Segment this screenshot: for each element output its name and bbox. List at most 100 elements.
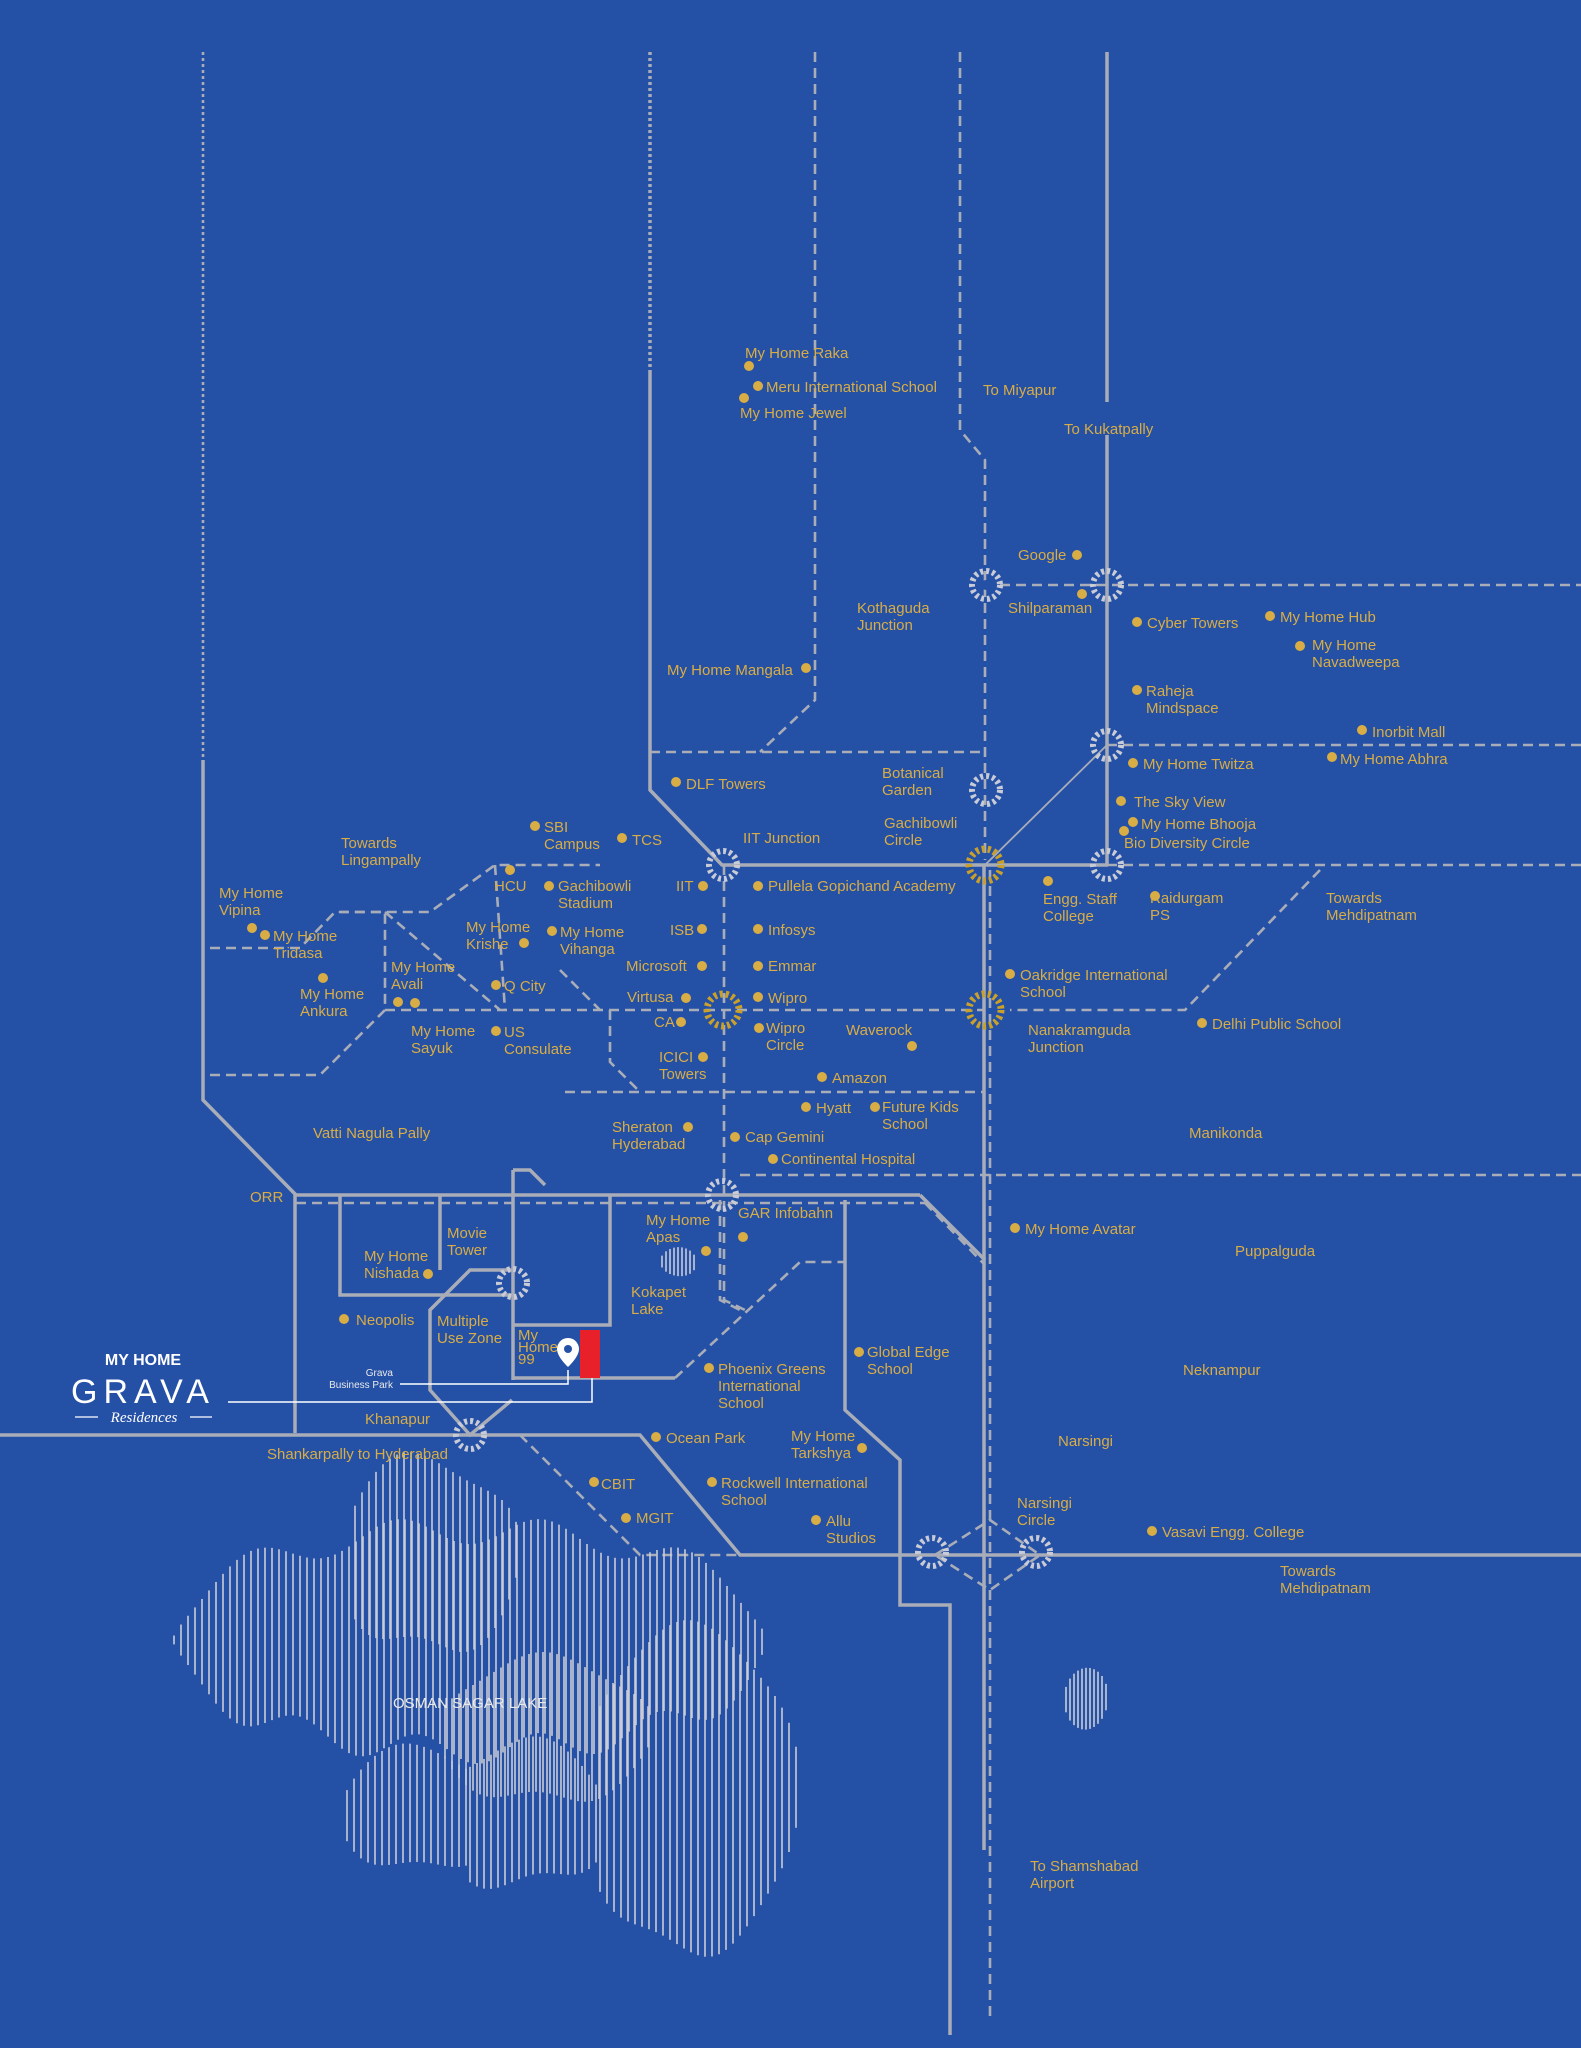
landmark-dot-my-home-sayuk bbox=[410, 998, 420, 1008]
brand-line2: GRAVA bbox=[71, 1373, 215, 1411]
landmark-dot-my-home-navadweepa bbox=[1295, 641, 1305, 651]
junction-cyber-towers bbox=[1090, 568, 1124, 602]
landmark-label-hcu: HCU bbox=[494, 878, 527, 895]
landmark-label-emmar: Emmar bbox=[768, 958, 816, 975]
landmark-label-cbit: CBIT bbox=[601, 1476, 635, 1493]
landmark-dot-allu-studios bbox=[811, 1515, 821, 1525]
direction-label-shankarpally-to-hyderabad-4: Shankarpally to Hyderabad bbox=[267, 1446, 448, 1463]
landmark-dot-us-consulate bbox=[491, 1026, 501, 1036]
landmark-dot-my-home-tarkshya bbox=[857, 1443, 867, 1453]
junction-botanical bbox=[969, 773, 1003, 807]
landmark-label-ca: CA bbox=[654, 1014, 675, 1031]
landmark-dot-my-home-vihanga bbox=[547, 926, 557, 936]
landmark-dot-delhi-public-school bbox=[1197, 1018, 1207, 1028]
location-pin-icon bbox=[557, 1338, 579, 1367]
landmark-dot-virtusa bbox=[681, 993, 691, 1003]
landmark-label-my-home-avatar: My Home Avatar bbox=[1025, 1221, 1136, 1238]
landmark-label-mgit: MGIT bbox=[636, 1510, 674, 1527]
junction-iit bbox=[706, 848, 740, 882]
lake-label: OSMAN SAGAR LAKE bbox=[393, 1695, 547, 1712]
landmark-dot-my-home-abhra bbox=[1327, 752, 1337, 762]
landmark-dot-the-sky-view bbox=[1116, 796, 1126, 806]
landmark-dot-my-home-avali bbox=[393, 997, 403, 1007]
landmark-label-inorbit-mall: Inorbit Mall bbox=[1372, 724, 1445, 741]
landmark-dot-my-home-hub bbox=[1265, 611, 1275, 621]
orr-label: ORR bbox=[250, 1189, 284, 1206]
brand-line1: MY HOME bbox=[105, 1352, 181, 1369]
direction-label-to-kukatpally-1: To Kukatpally bbox=[1064, 421, 1154, 438]
landmark-label-continental-hospital: Continental Hospital bbox=[781, 1151, 915, 1168]
junctions bbox=[453, 568, 1124, 1569]
landmark-dot-gachibowli-stadium bbox=[544, 881, 554, 891]
landmark-label-tcs: TCS bbox=[632, 832, 662, 849]
landmark-dot-raidurgam-ps bbox=[1150, 891, 1160, 901]
landmark-label-ocean-park: Ocean Park bbox=[666, 1430, 746, 1447]
landmark-label-my-home-jewel: My Home Jewel bbox=[740, 405, 847, 422]
kokapet-lake-hatch bbox=[661, 1247, 695, 1277]
landmark-dot-my-home-twitza bbox=[1128, 758, 1138, 768]
landmark-dot-my-home-tridasa bbox=[260, 930, 270, 940]
junction-gar bbox=[705, 1178, 739, 1212]
landmark-dot-phoenix-greens-international-school bbox=[704, 1363, 714, 1373]
junction-kokapet bbox=[496, 1266, 530, 1300]
road-network bbox=[0, 52, 1581, 2035]
brand-line3: Residences bbox=[110, 1410, 178, 1426]
landmark-dot-isb bbox=[697, 924, 707, 934]
landmark-label-cyber-towers: Cyber Towers bbox=[1147, 615, 1238, 632]
landmark-dot-global-edge-school bbox=[854, 1347, 864, 1357]
junction-bio-diversity bbox=[1090, 848, 1124, 882]
landmark-dot-rockwell-international-school bbox=[707, 1477, 717, 1487]
landmark-dot-dlf-towers bbox=[671, 777, 681, 787]
landmark-dot-my-home-jewel bbox=[739, 393, 749, 403]
landmark-label-virtusa: Virtusa bbox=[627, 989, 674, 1006]
landmark-label-my-home-abhra: My Home Abhra bbox=[1340, 751, 1448, 768]
landmark-label-pullela-gopichand-academy: Pullela Gopichand Academy bbox=[768, 878, 956, 895]
landmark-label-vasavi-engg-college: Vasavi Engg. College bbox=[1162, 1524, 1304, 1541]
landmark-dot-my-home-apas bbox=[701, 1246, 711, 1256]
landmark-label-iit: IIT bbox=[676, 878, 694, 895]
landmark-dot-my-home-mangala bbox=[801, 663, 811, 673]
landmark-dot-emmar bbox=[753, 961, 763, 971]
landmark-dot-vasavi-engg-college bbox=[1147, 1526, 1157, 1536]
landmark-dot-sbi-campus bbox=[530, 821, 540, 831]
landmark-dot-bio-diversity-circle bbox=[1119, 826, 1129, 836]
landmark-label-waverock: Waverock bbox=[846, 1022, 913, 1039]
landmark-label-isb: ISB bbox=[670, 922, 694, 939]
landmark-label-my-home-raka: My Home Raka bbox=[745, 345, 849, 362]
direction-label-to-miyapur-0: To Miyapur bbox=[983, 382, 1056, 399]
osman-sagar-lake bbox=[173, 1452, 797, 1957]
junction-raheja bbox=[1090, 728, 1124, 762]
landmark-dot-waverock bbox=[907, 1041, 917, 1051]
project-site-marker bbox=[580, 1330, 600, 1378]
landmark-label-bio-diversity-circle: Bio Diversity Circle bbox=[1124, 835, 1250, 852]
area-label-neknampur: Neknampur bbox=[1183, 1362, 1261, 1379]
junction-nanakramguda bbox=[965, 990, 1005, 1030]
landmark-label-q-city: Q City bbox=[504, 978, 546, 995]
junction-gachibowli-circle bbox=[965, 845, 1005, 885]
landmark-label-the-sky-view: The Sky View bbox=[1134, 794, 1226, 811]
area-label-vatti-nagula-pally: Vatti Nagula Pally bbox=[313, 1125, 431, 1142]
